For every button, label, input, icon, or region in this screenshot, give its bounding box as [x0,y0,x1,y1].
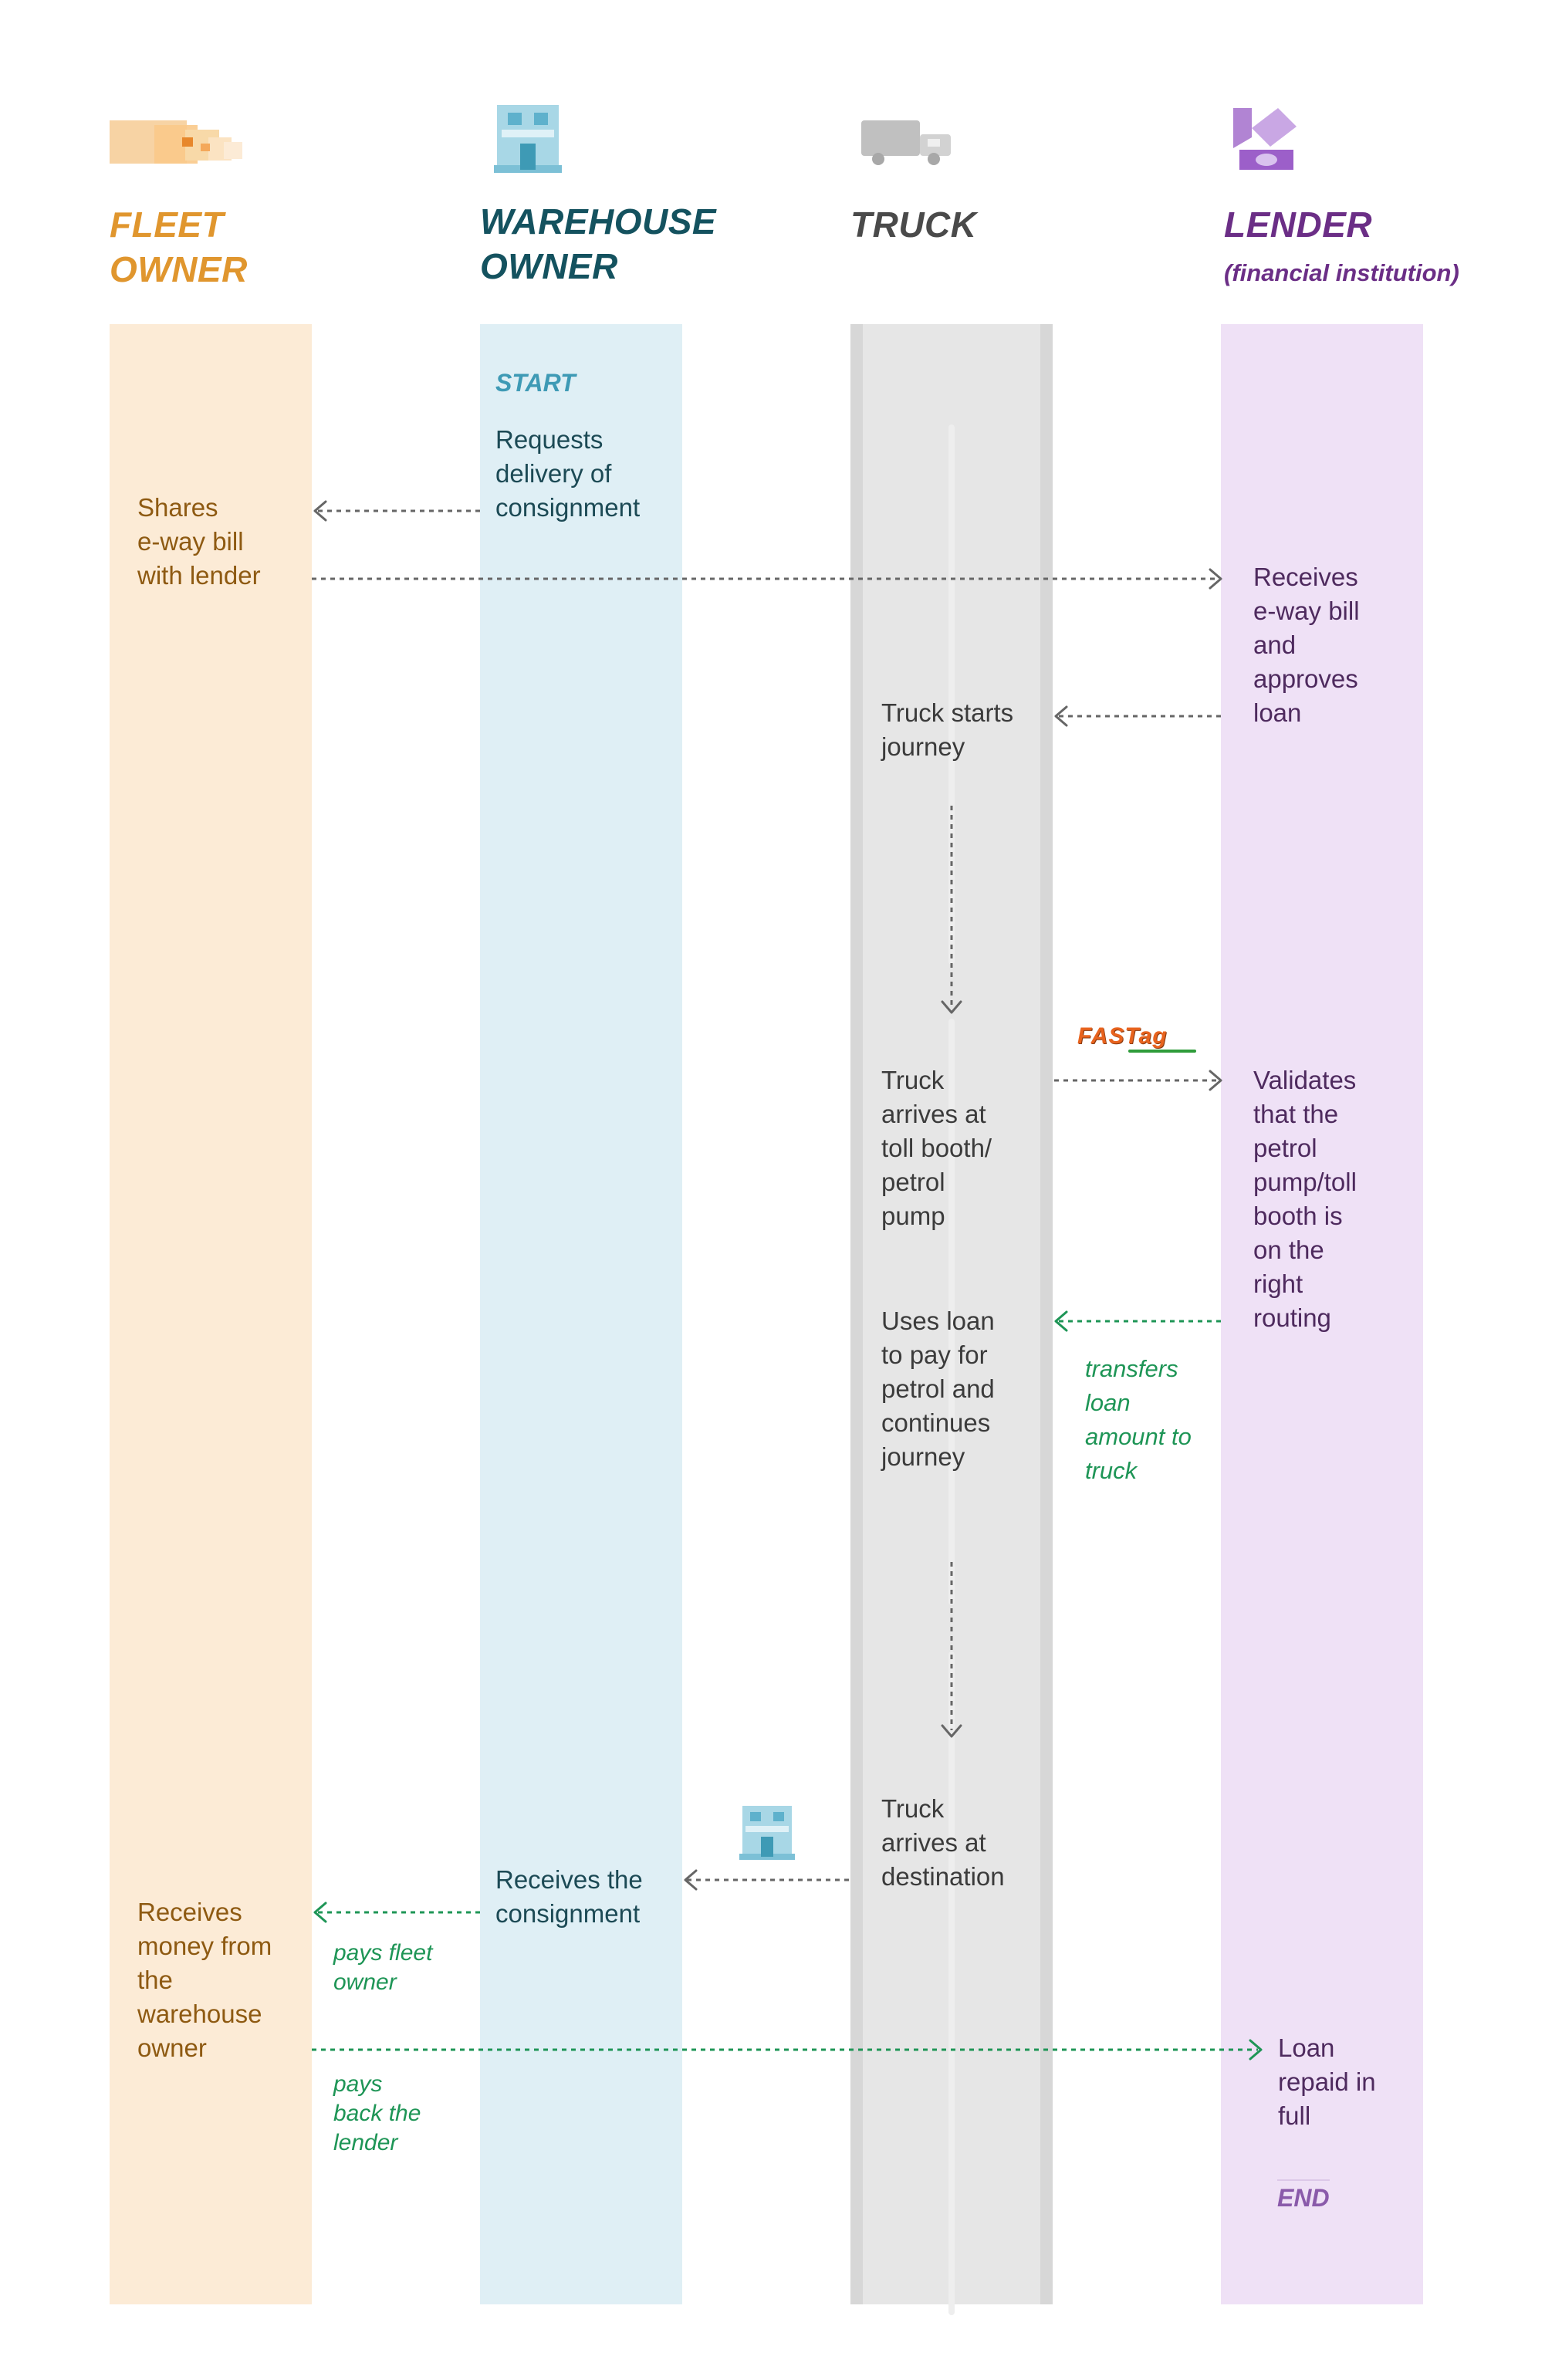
lender-lane [1221,324,1423,2304]
step-receives-eway-bill: Receives e-way bill and approves loan [1253,563,1360,727]
lender-subtitle: (financial institution) [1224,259,1459,286]
lender-logo-icon [1233,108,1297,170]
truck-lane [850,324,1053,2315]
warehouse-owner-title: WAREHOUSE [480,201,717,242]
lender-title: LENDER [1224,205,1373,245]
warehouse-icon [494,105,562,173]
fleet-owner-title: OWNER [110,249,248,289]
step-uses-loan: Uses loan to pay for petrol and continue… [881,1307,995,1471]
road-edge-right [1040,324,1053,2304]
step-shares-eway-bill: Shares e-way bill with lender [137,493,261,590]
warehouse-icon [739,1806,795,1860]
warehouse-owner-header: WAREHOUSE OWNER [480,199,716,289]
truck-title: TRUCK [850,205,977,245]
step-truck-starts: Truck starts journey [881,698,1014,761]
warehouse-owner-title: OWNER [480,246,618,286]
road-centre-dash [948,424,955,965]
annotation-transfers-loan: transfers loan amount to truck [1085,1355,1192,1484]
truck-icon [861,120,951,165]
annotation-pays-fleet-owner: pays fleet owner [333,1940,433,1995]
annotation-pays-back-lender: pays back the lender [333,2071,421,2155]
road-edge-left [850,324,863,2304]
fleet-owner-header: FLEET OWNER [110,202,248,292]
fastag-logo-icon: FASTag [1074,1022,1202,1054]
truck-fleet-icon [110,120,242,164]
truck-header: TRUCK [850,202,976,247]
road-centre-dash [948,1019,955,1605]
lender-header: LENDER [1224,202,1372,247]
step-receives-consignment: Receives the consignment [495,1865,643,1928]
step-requests-delivery: Requests delivery of consignment [495,425,641,522]
fleet-owner-title: FLEET [110,205,225,245]
step-truck-arrives-destination: Truck arrives at destination [881,1794,1005,1891]
step-receives-money: Receives money from the warehouse owner [137,1898,272,2062]
step-truck-arrives-toll: Truck arrives at toll booth/ petrol pump [881,1066,992,1230]
start-tag: START [495,369,576,397]
road-centre-dash [948,1651,955,2315]
fleet-owner-lane [110,324,312,2304]
end-tag: END [1277,2179,1330,2213]
step-loan-repaid: Loan repaid in full [1278,2033,1376,2130]
warehouse-owner-lane [480,324,682,2304]
step-validates-routing: Validates that the petrol pump/toll boot… [1253,1066,1357,1332]
